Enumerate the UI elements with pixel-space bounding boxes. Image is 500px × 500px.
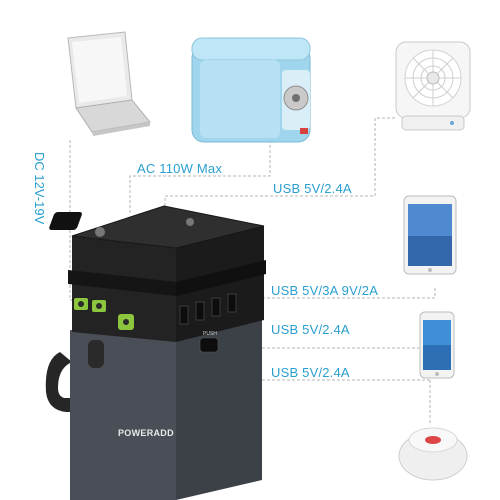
usb-fan-label: USB 5V/2.4A [273, 181, 352, 196]
ac-output-label: AC 110W Max [137, 161, 223, 176]
usb-phone-label: USB 5V/2.4A [271, 322, 350, 337]
mini-fridge-icon [191, 37, 311, 143]
speaker-icon [398, 427, 468, 481]
desk-fan-icon [395, 41, 471, 131]
dc-input-label: DC 12V-19V [32, 152, 47, 225]
tablet-icon [403, 195, 457, 275]
laptop-icon [67, 31, 151, 136]
usb-speaker-label: USB 5V/2.4A [271, 365, 350, 380]
push-label: PUSH [203, 331, 217, 337]
brand-logo: POWERADD [118, 428, 174, 438]
usb-tablet-label: USB 5V/3A 9V/2A [271, 283, 379, 298]
power-station-icon [45, 205, 266, 500]
phone-icon [419, 311, 455, 379]
